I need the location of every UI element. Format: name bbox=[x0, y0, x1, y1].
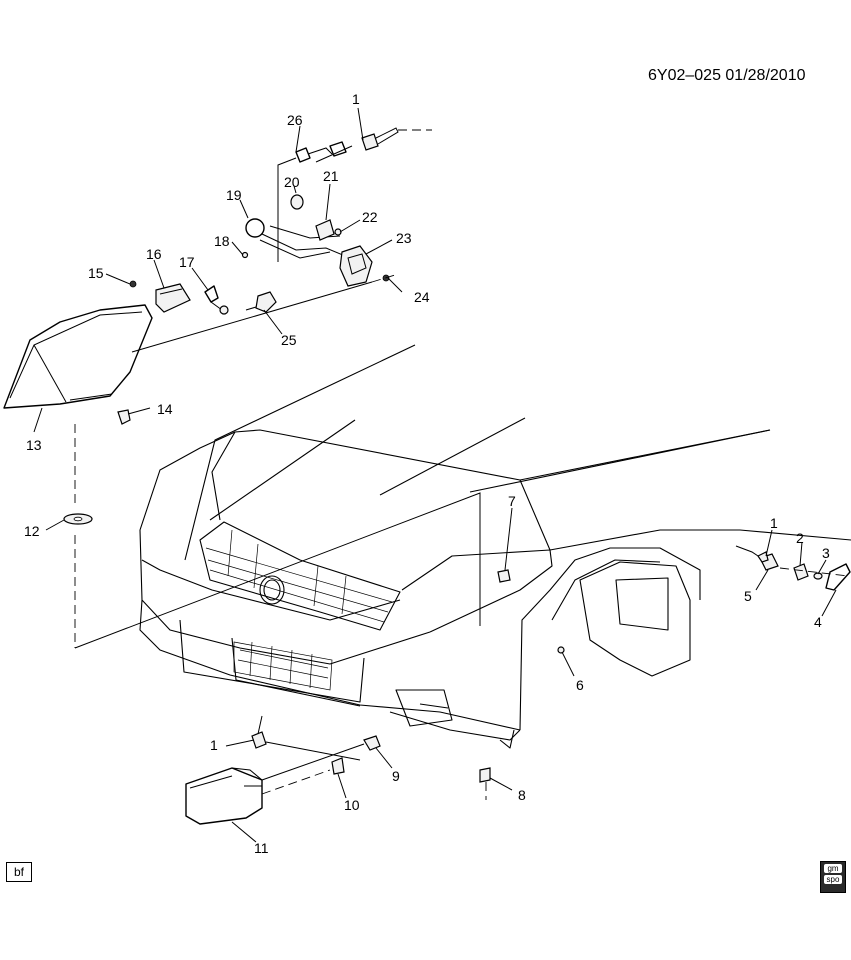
bracket-23[interactable] bbox=[339, 245, 373, 287]
bolt-6[interactable] bbox=[557, 646, 565, 654]
bulb-socket-2[interactable] bbox=[793, 563, 809, 581]
callout-12: 12 bbox=[24, 523, 40, 539]
headlamp-assembly[interactable] bbox=[3, 304, 153, 409]
callout-9: 9 bbox=[392, 768, 400, 784]
connector-1-upper[interactable] bbox=[361, 127, 399, 151]
callout-7: 7 bbox=[508, 493, 516, 509]
small-screw-15[interactable] bbox=[129, 280, 137, 288]
callout-15: 15 bbox=[88, 265, 104, 281]
callout-13: 13 bbox=[26, 437, 42, 453]
headlamp-screw[interactable] bbox=[117, 409, 131, 425]
callout-1-right: 1 bbox=[770, 515, 778, 531]
callout-14: 14 bbox=[157, 401, 173, 417]
side-marker-harness-5[interactable] bbox=[735, 545, 779, 571]
callout-2: 2 bbox=[796, 530, 804, 546]
bolt-10[interactable] bbox=[331, 757, 345, 775]
bulb-socket-25[interactable] bbox=[245, 291, 277, 313]
callout-25: 25 bbox=[281, 332, 297, 348]
fog-lamp-assembly[interactable] bbox=[185, 767, 263, 825]
socket-21[interactable] bbox=[315, 219, 335, 241]
callout-labels: 1 26 20 21 19 22 18 23 16 17 15 24 25 14… bbox=[24, 91, 830, 856]
bulb-20[interactable] bbox=[290, 194, 304, 210]
callout-3: 3 bbox=[822, 545, 830, 561]
headlamp-harness-19[interactable] bbox=[245, 218, 351, 259]
lamp-cover-16[interactable] bbox=[155, 283, 191, 313]
screw-8[interactable] bbox=[479, 767, 491, 783]
grommet[interactable] bbox=[63, 513, 93, 525]
callout-21: 21 bbox=[323, 168, 339, 184]
callout-1-lower: 1 bbox=[210, 737, 218, 753]
callout-20: 20 bbox=[284, 174, 300, 190]
side-marker-lamp-4[interactable] bbox=[825, 563, 851, 591]
callout-22: 22 bbox=[362, 209, 378, 225]
callout-16: 16 bbox=[146, 246, 162, 262]
callout-1-upper: 1 bbox=[352, 91, 360, 107]
fog-lamp-connector-1[interactable] bbox=[251, 715, 267, 749]
bf-code-box: bf bbox=[6, 862, 32, 882]
callout-17: 17 bbox=[179, 254, 195, 270]
callout-11: 11 bbox=[254, 840, 269, 856]
grille-bars bbox=[205, 529, 393, 623]
bulb-17[interactable] bbox=[204, 285, 229, 315]
callout-8: 8 bbox=[518, 787, 526, 803]
logo-top-text: gm bbox=[824, 864, 842, 873]
callout-19: 19 bbox=[226, 187, 242, 203]
callout-6: 6 bbox=[576, 677, 584, 693]
callout-10: 10 bbox=[344, 797, 360, 813]
callout-24: 24 bbox=[414, 289, 430, 305]
callout-23: 23 bbox=[396, 230, 412, 246]
callout-26: 26 bbox=[287, 112, 303, 128]
callout-5: 5 bbox=[744, 588, 752, 604]
nut-7[interactable] bbox=[497, 569, 511, 583]
bolt-9[interactable] bbox=[363, 735, 381, 751]
vehicle-front-body bbox=[139, 344, 851, 749]
callout-4: 4 bbox=[814, 614, 822, 630]
diagram-reference: 6Y02–025 01/28/2010 bbox=[648, 67, 806, 84]
connector-1-right[interactable] bbox=[757, 551, 769, 563]
clip-18[interactable] bbox=[241, 251, 249, 259]
clip-22[interactable] bbox=[334, 228, 342, 236]
wire-harness-26[interactable] bbox=[295, 141, 347, 163]
lower-grille-mesh bbox=[233, 641, 333, 691]
gm-spo-logo: gm spo bbox=[820, 861, 846, 893]
logo-bottom-text: spo bbox=[824, 875, 842, 884]
callout-18: 18 bbox=[214, 233, 230, 249]
